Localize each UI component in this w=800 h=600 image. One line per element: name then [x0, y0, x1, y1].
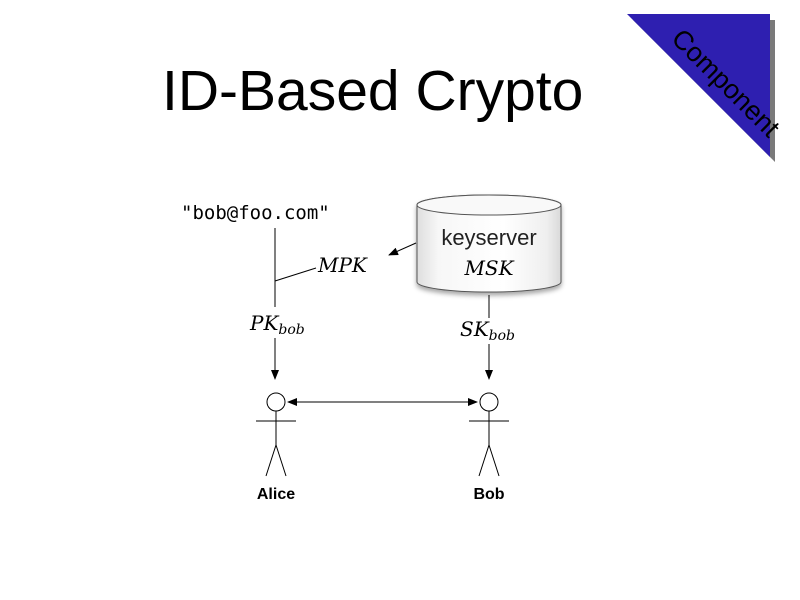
bob-label: Bob — [473, 486, 504, 503]
alice-label: Alice — [257, 486, 295, 503]
sk-label-sub: bob — [489, 328, 515, 344]
pk-label: PKbob — [249, 311, 305, 338]
mpk-branch-line — [274, 267, 317, 282]
pk-label-sub: bob — [278, 322, 304, 338]
sk-label: SKbob — [460, 317, 515, 344]
mpk-arrow — [388, 242, 417, 256]
sk-label-main: SK — [460, 317, 490, 341]
alice-figure — [256, 392, 296, 477]
bob-figure — [469, 392, 509, 477]
mpk-label: MPK — [317, 253, 368, 277]
slide-title: ID-Based Crypto — [162, 59, 584, 123]
pk-label-main: PK — [249, 311, 279, 335]
keyserver-label: keyserver — [441, 225, 536, 250]
msk-label: MSK — [463, 256, 514, 280]
keyserver-cylinder — [416, 194, 562, 293]
corner-badge-triangle — [627, 14, 770, 157]
identity-string: "bob@foo.com" — [181, 202, 330, 224]
